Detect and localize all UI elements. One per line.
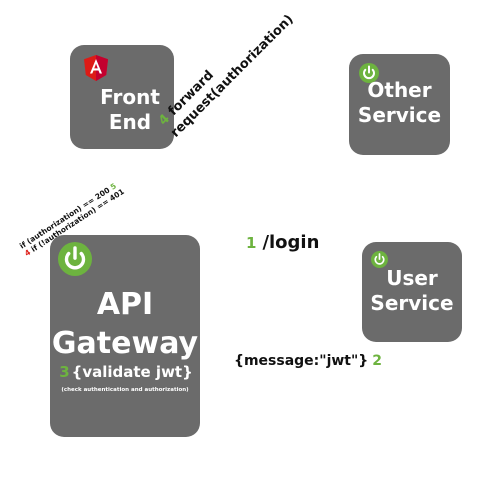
validate-jwt-step: 3{validate jwt} [52, 363, 200, 381]
login-text: /login [262, 232, 320, 253]
frontend-label-line2: End [108, 110, 152, 134]
step-number-2: 2 [372, 353, 383, 369]
forward-request-step: 4 forward request(authorization) [156, 0, 298, 142]
message-jwt-text: {message:"jwt"} [234, 353, 369, 369]
other-service-box: Other Service [349, 54, 450, 155]
frontend-label-line1: Front [100, 85, 160, 109]
message-jwt-step: {message:"jwt"}2 [234, 353, 382, 369]
spring-boot-logo-icon [371, 251, 388, 268]
api-gateway-label-line1: API [96, 287, 154, 322]
validate-jwt-subtext: (check authentication and authorization) [61, 387, 189, 393]
frontend-box: Front End [70, 45, 174, 149]
step-number-3: 3 [59, 363, 70, 381]
login-step: 1/login [246, 232, 319, 253]
user-service-box: User Service [362, 242, 462, 342]
api-gateway-box: API Gateway 3{validate jwt} (check authe… [50, 235, 200, 437]
api-gateway-label-line2: Gateway [51, 326, 199, 361]
user-service-label: User Service [362, 266, 462, 316]
user-service-label-line1: User [386, 266, 438, 290]
validate-jwt-text: {validate jwt} [71, 363, 193, 381]
forward-request-text: request(authorization) [167, 11, 297, 141]
step-number-1: 1 [246, 234, 257, 252]
other-service-label-line1: Other [367, 78, 432, 102]
other-service-label-line2: Service [357, 103, 442, 127]
user-service-label-line2: Service [370, 291, 454, 315]
frontend-label: Front End [86, 85, 174, 135]
spring-boot-logo-icon [359, 63, 379, 83]
other-service-label: Other Service [349, 78, 450, 128]
angular-logo-icon [84, 55, 108, 81]
spring-boot-logo-icon [58, 242, 92, 276]
api-gateway-label: API Gateway [50, 285, 200, 363]
